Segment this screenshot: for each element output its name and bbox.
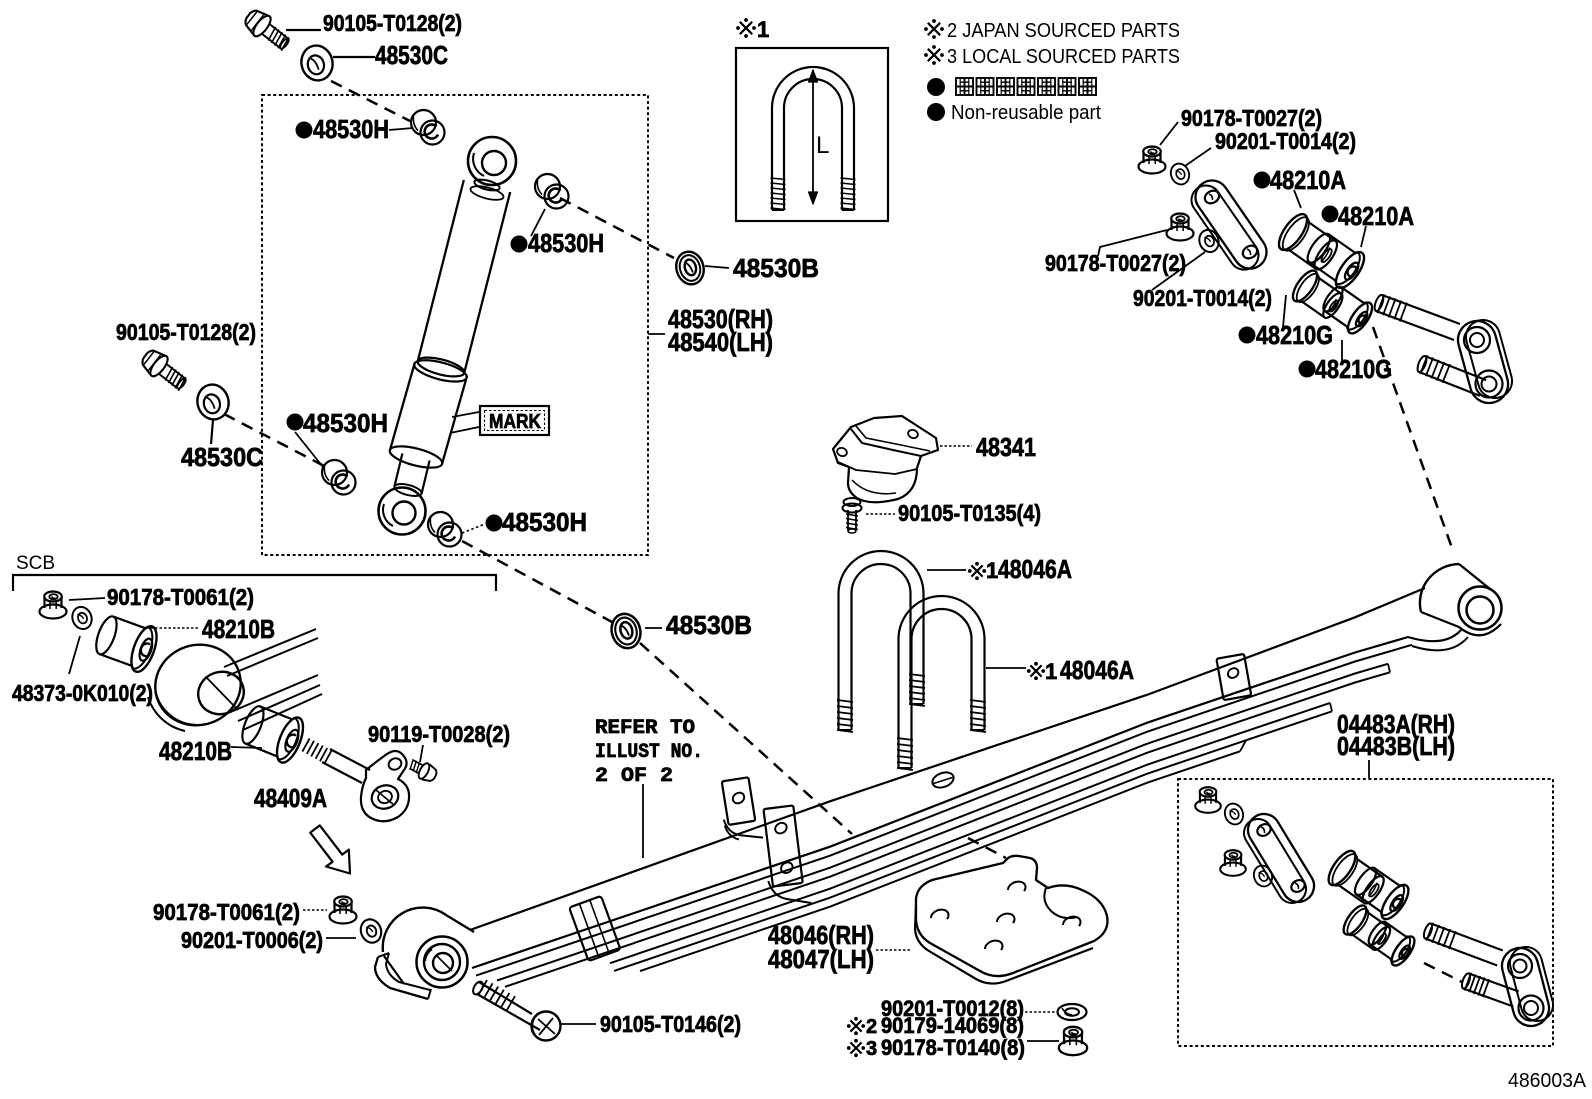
svg-text:04483B(LH): 04483B(LH) (1337, 731, 1455, 761)
svg-text:90105-T0128(2): 90105-T0128(2) (323, 10, 462, 36)
svg-text:90178-T0027(2): 90178-T0027(2) (1181, 105, 1322, 131)
svg-text:48530(RH): 48530(RH) (668, 304, 773, 334)
svg-text:1: 1 (757, 17, 769, 42)
svg-text:90105-T0128(2): 90105-T0128(2) (116, 319, 256, 345)
svg-text:48373-0K010(2): 48373-0K010(2) (12, 680, 153, 706)
svg-text:3 LOCAL SOURCED PARTS: 3 LOCAL SOURCED PARTS (947, 46, 1180, 68)
svg-text:1: 1 (986, 558, 998, 583)
svg-text:90178-T0027(2): 90178-T0027(2) (1045, 250, 1186, 276)
svg-text:48409A: 48409A (254, 783, 327, 813)
svg-text:90105-T0135(4): 90105-T0135(4) (898, 500, 1041, 526)
svg-text:486003A: 486003A (1508, 1070, 1587, 1092)
svg-text:REFER TO: REFER TO (595, 717, 695, 740)
svg-text:2 OF 2: 2 OF 2 (595, 765, 673, 788)
svg-text:48530C: 48530C (181, 442, 263, 472)
svg-text:90178-T0061(2): 90178-T0061(2) (153, 899, 300, 925)
svg-text:48210B: 48210B (159, 736, 232, 766)
svg-text:MARK: MARK (489, 411, 541, 433)
svg-text:90179-14069(8): 90179-14069(8) (881, 1013, 1024, 1038)
svg-text:90105-T0146(2): 90105-T0146(2) (600, 1011, 741, 1037)
svg-text:48530B: 48530B (733, 253, 819, 283)
svg-text:04483A(RH): 04483A(RH) (1337, 709, 1455, 739)
svg-text:48341: 48341 (976, 432, 1036, 462)
svg-text:1: 1 (1045, 659, 1057, 684)
svg-text:90201-T0006(2): 90201-T0006(2) (181, 927, 323, 953)
svg-text:48210A: 48210A (1270, 165, 1346, 195)
svg-text:48530H: 48530H (528, 228, 604, 258)
svg-text:48210A: 48210A (1338, 201, 1414, 231)
svg-text:48046A: 48046A (998, 554, 1072, 584)
svg-text:90119-T0028(2): 90119-T0028(2) (368, 721, 510, 747)
svg-text:L: L (816, 132, 829, 159)
svg-text:48530C: 48530C (375, 40, 448, 70)
svg-text:3: 3 (866, 1038, 877, 1060)
svg-text:48530H: 48530H (303, 408, 388, 438)
svg-text:90201-T0012(8): 90201-T0012(8) (881, 996, 1024, 1021)
svg-text:90178-T0140(8): 90178-T0140(8) (881, 1035, 1025, 1060)
svg-text:48540(LH): 48540(LH) (668, 327, 773, 357)
svg-text:ILLUST NO.: ILLUST NO. (595, 741, 703, 764)
svg-text:48530H: 48530H (313, 114, 389, 144)
svg-text:48530H: 48530H (502, 507, 587, 537)
svg-text:90201-T0014(2): 90201-T0014(2) (1215, 128, 1356, 154)
svg-text:48530B: 48530B (666, 610, 752, 640)
svg-text:48046(RH): 48046(RH) (768, 920, 874, 950)
svg-text:48210B: 48210B (202, 614, 275, 644)
svg-text:48047(LH): 48047(LH) (768, 944, 874, 974)
svg-text:48210G: 48210G (1315, 354, 1392, 384)
svg-text:48046A: 48046A (1060, 655, 1134, 685)
svg-text:48210G: 48210G (1256, 320, 1333, 350)
svg-text:90178-T0061(2): 90178-T0061(2) (107, 584, 254, 610)
svg-text:SCB: SCB (16, 553, 55, 574)
svg-text:2: 2 (866, 1016, 877, 1038)
svg-text:90201-T0014(2): 90201-T0014(2) (1133, 285, 1272, 311)
svg-text:2 JAPAN SOURCED PARTS: 2 JAPAN SOURCED PARTS (947, 20, 1180, 42)
svg-text:Non-reusable part: Non-reusable part (951, 102, 1101, 124)
